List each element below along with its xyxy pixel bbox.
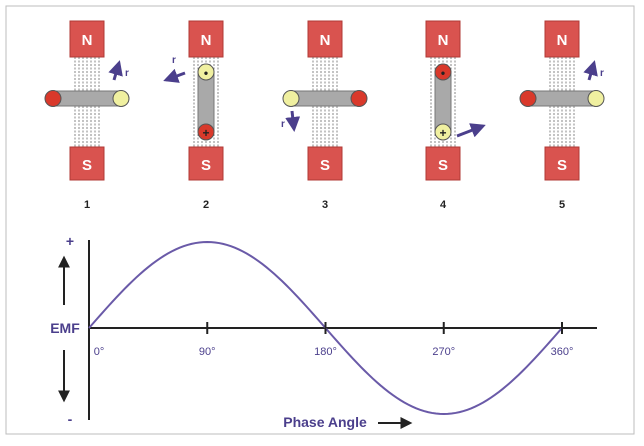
north-pole bbox=[307, 20, 343, 58]
conductor-right bbox=[112, 90, 130, 107]
y-bottom-label: - bbox=[68, 411, 73, 427]
radius-label: r bbox=[172, 55, 176, 66]
panel-3: N Sr 3 bbox=[281, 20, 368, 211]
x-tick-label: 0° bbox=[94, 346, 105, 358]
y-top-label: + bbox=[66, 233, 74, 249]
x-tick-label: 360° bbox=[551, 346, 574, 358]
conductor-top bbox=[197, 63, 215, 81]
emf-graph: + - EMF 0° 90° 180° 270° 360° Phase Angle bbox=[50, 233, 597, 430]
north-pole-label: N bbox=[320, 32, 331, 49]
panel-number: 5 bbox=[559, 199, 565, 211]
coil-bar bbox=[55, 90, 119, 107]
coil-bar bbox=[434, 71, 452, 133]
north-pole-label: N bbox=[201, 32, 212, 49]
south-pole-label: S bbox=[82, 157, 92, 174]
panel-2: N S • + r 2 bbox=[163, 20, 224, 211]
panel-4: N S • +4 bbox=[425, 20, 486, 211]
south-pole bbox=[69, 146, 105, 181]
south-pole bbox=[544, 146, 580, 181]
rotation-arrow bbox=[108, 60, 123, 81]
rotation-arrow bbox=[583, 60, 598, 81]
x-axis-label: Phase Angle bbox=[283, 414, 367, 430]
panel-number: 3 bbox=[322, 199, 328, 211]
x-tick-label: 180° bbox=[314, 346, 337, 358]
conductor-left bbox=[282, 90, 300, 107]
figure-border bbox=[5, 5, 635, 435]
x-tick-label: 90° bbox=[199, 346, 216, 358]
x-ticks: 0° 90° 180° 270° 360° bbox=[94, 322, 574, 358]
radius-label: r bbox=[600, 68, 604, 79]
conductor-bottom bbox=[434, 123, 452, 141]
conductor-right bbox=[350, 90, 368, 107]
north-pole-label: N bbox=[438, 32, 449, 49]
y-axis-label: EMF bbox=[50, 320, 80, 336]
south-pole-label: S bbox=[201, 157, 211, 174]
rotation-arrow bbox=[456, 123, 486, 138]
panel-number: 4 bbox=[440, 199, 447, 211]
conductor-bottom-mark: + bbox=[202, 126, 209, 140]
south-pole bbox=[307, 146, 343, 181]
panel-number: 1 bbox=[84, 199, 90, 211]
coil-bar bbox=[530, 90, 594, 107]
north-pole bbox=[69, 20, 105, 58]
coil-bar bbox=[293, 90, 357, 107]
x-tick-label: 270° bbox=[432, 346, 455, 358]
radius-label: r bbox=[125, 68, 129, 79]
south-pole-label: S bbox=[320, 157, 330, 174]
north-pole-label: N bbox=[557, 32, 568, 49]
conductor-top-mark: • bbox=[441, 66, 445, 80]
south-pole-label: S bbox=[438, 157, 448, 174]
conductor-left bbox=[519, 90, 537, 107]
south-pole-label: S bbox=[557, 157, 567, 174]
radius-label: r bbox=[281, 119, 285, 130]
rotation-arrow bbox=[163, 68, 186, 83]
conductor-left bbox=[44, 90, 62, 107]
coil-bar bbox=[197, 71, 215, 133]
conductor-bottom-mark: + bbox=[439, 126, 446, 140]
south-pole bbox=[188, 146, 224, 181]
south-pole bbox=[425, 146, 461, 181]
panel-1: N Sr 1 bbox=[44, 20, 130, 211]
conductor-bottom bbox=[197, 123, 215, 141]
north-pole-label: N bbox=[82, 32, 93, 49]
north-pole bbox=[544, 20, 580, 58]
north-pole bbox=[425, 20, 461, 58]
panel-number: 2 bbox=[203, 199, 209, 211]
panel-5: N Sr 5 bbox=[519, 20, 605, 211]
conductor-right bbox=[587, 90, 605, 107]
conductor-top-mark: • bbox=[204, 66, 208, 80]
conductor-top bbox=[434, 63, 452, 81]
rotation-arrow bbox=[285, 110, 301, 132]
generator-panels: N Sr 1 N S • + r 2 N Sr 3 N S • +4 N Sr 5 bbox=[44, 20, 605, 211]
